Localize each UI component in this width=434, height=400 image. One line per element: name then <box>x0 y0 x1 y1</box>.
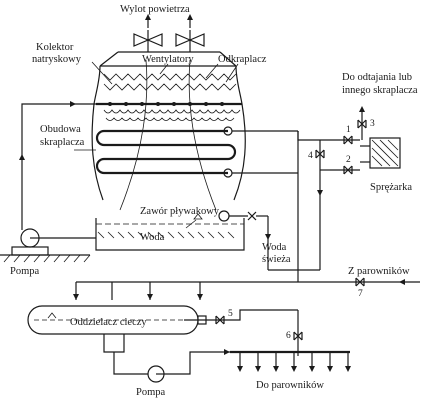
fresh-water-label-1: Woda <box>262 242 287 253</box>
fresh-water-label-2: świeża <box>262 254 291 265</box>
pump-top-icon <box>11 228 49 256</box>
pump-bottom-icon <box>147 365 165 383</box>
liquid-separator <box>27 305 199 353</box>
spray-manifold-label-1: Kolektor <box>36 42 74 53</box>
spray-manifold-label-2: natryskowy <box>32 54 82 65</box>
compressor-label: Sprężarka <box>370 182 412 193</box>
casing-label-1: Obudowa <box>40 124 81 135</box>
valve-5 <box>215 315 225 325</box>
fans-label: Wentylatory <box>142 54 194 65</box>
spray-pattern <box>103 109 241 121</box>
air-outlet-arrows <box>145 14 193 28</box>
valve-7-number: 7 <box>358 289 363 299</box>
separator-label: Oddzielacz cieczy <box>70 317 147 328</box>
from-evaporators-label: Z parowników <box>348 266 410 277</box>
valve-5-number: 5 <box>228 309 233 319</box>
water-label: Woda <box>140 232 165 243</box>
valve-3-number: 3 <box>370 119 375 129</box>
valve-4-number: 4 <box>308 151 313 161</box>
valve-2 <box>343 165 353 175</box>
fan-left-icon <box>133 30 163 52</box>
valve-7 <box>355 277 365 287</box>
air-flow-lines <box>119 59 217 211</box>
float-valve <box>218 210 268 222</box>
drift-eliminator <box>103 73 237 91</box>
air-outlet-label: Wylot powietrza <box>120 4 190 15</box>
drift-eliminator-label: Odkraplacz <box>218 54 267 65</box>
defrost-label-2: innego skraplacza <box>342 85 418 96</box>
casing-label-2: skraplacza <box>40 137 85 148</box>
valve-6-number: 6 <box>286 331 291 341</box>
pump-top-label: Pompa <box>10 266 40 277</box>
to-evaporators-label: Do parowników <box>256 380 324 391</box>
compressor <box>360 137 401 169</box>
defrost-label-1: Do odtajania lub <box>342 72 412 83</box>
fan-right-icon <box>175 30 205 52</box>
condenser-coil <box>95 126 237 178</box>
valve-3 <box>357 119 367 129</box>
valve-1 <box>343 135 353 145</box>
valve-2-number: 2 <box>346 155 351 165</box>
spray-manifold <box>96 102 242 106</box>
water-basin <box>95 213 245 251</box>
valve-1-number: 1 <box>346 125 351 135</box>
pump-bottom-label: Pompa <box>136 387 166 398</box>
evaporator-manifold <box>230 350 351 372</box>
float-valve-label: Zawór pływakowy <box>140 206 220 217</box>
